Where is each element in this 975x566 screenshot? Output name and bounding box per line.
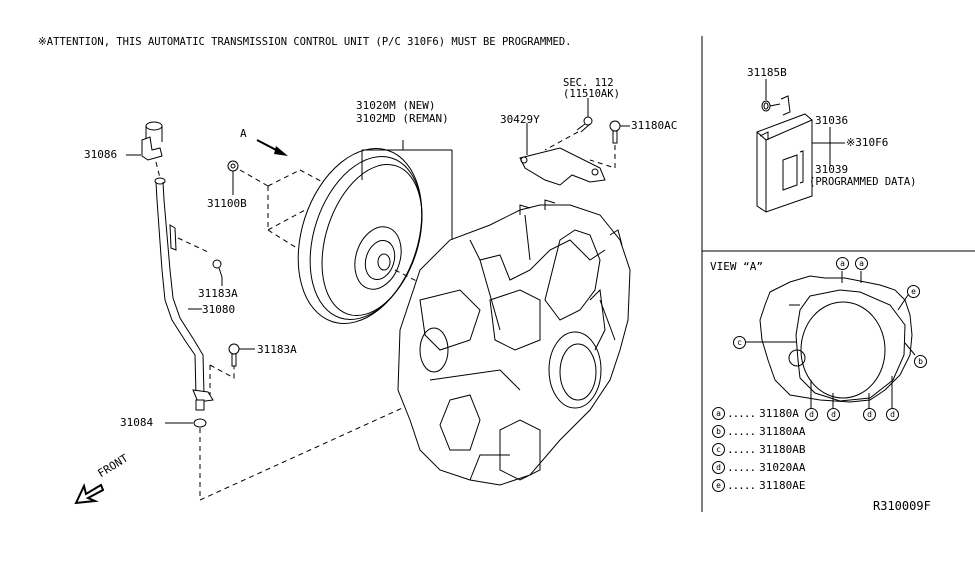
marker-a: a xyxy=(855,257,868,270)
nut-31185b-icon xyxy=(761,100,771,112)
marker-d: d xyxy=(886,408,899,421)
legend-part: 31180A xyxy=(759,406,799,420)
callout-31086[interactable]: 31086 xyxy=(84,148,118,161)
view-a-leaders xyxy=(745,271,916,408)
charging-pipe-icon xyxy=(154,177,214,411)
callout-310f6[interactable]: ※310F6 xyxy=(846,136,889,149)
callout-31084[interactable]: 31084 xyxy=(120,416,154,429)
callout-31185b[interactable]: 31185B xyxy=(747,66,787,79)
legend-key: e xyxy=(712,478,725,492)
transaxle-assembly-icon xyxy=(397,199,631,486)
callout-31020m-new[interactable]: 31020M (NEW) xyxy=(356,99,436,112)
sec-112-bolt-icon xyxy=(576,116,593,133)
bolt-lower-icon xyxy=(228,343,240,367)
legend-part: 31180AA xyxy=(759,424,806,438)
legend-key: d xyxy=(712,460,725,474)
o-ring-icon xyxy=(193,418,207,428)
legend-key: c xyxy=(712,442,725,456)
marker-d: d xyxy=(863,408,876,421)
callout-11510ak[interactable]: (11510AK) xyxy=(563,88,620,100)
view-a-arrow-icon xyxy=(256,139,288,156)
view-a-casing-icon xyxy=(759,275,913,403)
marker-e: e xyxy=(907,285,920,298)
legend-part: 31180AB xyxy=(759,442,806,456)
callout-31183a-lower[interactable]: 31183A xyxy=(257,343,297,356)
callout-31036[interactable]: 31036 xyxy=(815,114,849,127)
view-a-title: VIEW “A” xyxy=(710,260,763,273)
marker-c: c xyxy=(733,336,746,349)
dipstick-cap-icon xyxy=(141,121,163,161)
nut-31100b-icon xyxy=(227,160,239,172)
legend-row[interactable]: d ..... 31020AA xyxy=(712,460,805,474)
legend-dots: ..... xyxy=(727,478,756,492)
bracket-30429y-icon xyxy=(519,147,606,186)
marker-b: b xyxy=(914,355,927,368)
legend-row[interactable]: a ..... 31180A xyxy=(712,406,799,420)
control-unit-icon xyxy=(756,95,813,213)
callout-31183a-upper[interactable]: 31183A xyxy=(198,287,238,300)
bolt-upper-icon xyxy=(212,259,223,278)
legend-dots: ..... xyxy=(727,424,756,438)
legend-part: 31020AA xyxy=(759,460,806,474)
callout-31180ac[interactable]: 31180AC xyxy=(631,119,678,132)
callout-programmed-data: (PROGRAMMED DATA) xyxy=(809,176,917,188)
view-a-arrow-label: A xyxy=(240,127,247,140)
front-arrow-icon xyxy=(74,483,105,505)
bolt-31180ac-icon xyxy=(609,120,621,144)
torque-converter-icon xyxy=(297,148,423,324)
diagram-id: R310009F xyxy=(873,499,931,513)
legend-row[interactable]: c ..... 31180AB xyxy=(712,442,805,456)
legend-part: 31180AE xyxy=(759,478,806,492)
legend-row[interactable]: b ..... 31180AA xyxy=(712,424,805,438)
programming-notice: ※ATTENTION, THIS AUTOMATIC TRANSMISSION … xyxy=(38,36,572,48)
legend-key: b xyxy=(712,424,725,438)
legend-dots: ..... xyxy=(727,442,756,456)
legend-dots: ..... xyxy=(727,460,756,474)
marker-d: d xyxy=(827,408,840,421)
callout-31100b[interactable]: 31100B xyxy=(207,197,247,210)
marker-a: a xyxy=(836,257,849,270)
legend-dots: ..... xyxy=(727,406,756,420)
callout-3102md-reman[interactable]: 3102MD (REMAN) xyxy=(356,112,449,125)
callout-31039[interactable]: 31039 xyxy=(815,163,849,176)
legend-key: a xyxy=(712,406,725,420)
callout-30429y[interactable]: 30429Y xyxy=(500,113,540,126)
legend-row[interactable]: e ..... 31180AE xyxy=(712,478,805,492)
callout-sec-112[interactable]: SEC. 112 xyxy=(563,77,614,89)
marker-d: d xyxy=(805,408,818,421)
callout-31080[interactable]: 31080 xyxy=(202,303,236,316)
